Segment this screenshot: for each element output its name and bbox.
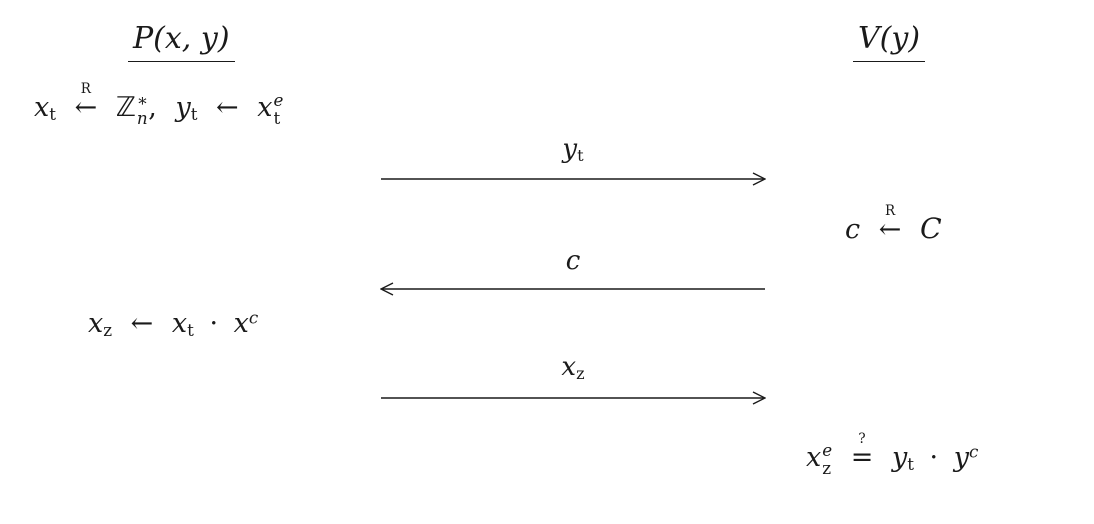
var-xz: xz <box>88 308 113 341</box>
dot-operator: · <box>209 308 219 340</box>
var-subscript: t <box>907 454 914 475</box>
var-superscript: c <box>248 308 259 328</box>
questioned-equals: ?= <box>850 431 874 474</box>
random-sample-arrow: R← <box>878 203 902 246</box>
e-superscript: e <box>273 90 284 111</box>
var-yt: yt <box>175 92 198 125</box>
message-1-arrow <box>381 172 766 186</box>
blackboard-z: ℤ <box>115 92 136 124</box>
verifier-header-label: V(y) <box>858 21 921 56</box>
dot-operator: · <box>929 442 939 474</box>
var-subscript: z <box>103 320 113 341</box>
var-xt: xt <box>171 308 194 341</box>
random-label: R <box>884 203 896 219</box>
prover-header-label: P(x, y) <box>133 21 230 56</box>
left-arrow-glyph: ← <box>878 214 902 246</box>
var-subscript: t <box>190 104 198 125</box>
random-label: R <box>80 81 91 97</box>
msg-subscript: t <box>577 146 584 166</box>
z-subscript: z <box>822 458 832 479</box>
challenge-space: C <box>919 212 942 246</box>
n-subscript: n <box>136 108 148 129</box>
group-scripts: ∗n <box>136 91 148 127</box>
msg-var: c <box>565 246 581 276</box>
msg-var: x <box>561 352 577 382</box>
var-base: y <box>953 442 969 474</box>
var-base: x <box>806 442 822 474</box>
comma: , <box>148 92 157 124</box>
equals-glyph: = <box>850 442 874 474</box>
msg-subscript: z <box>576 364 585 384</box>
msg-var: y <box>562 134 578 164</box>
t-subscript: t <box>273 108 281 129</box>
prover-header: P(x, y) <box>128 22 235 62</box>
var-x-pow-c: xc <box>234 308 259 339</box>
prover-response-formula: xz ← xt · xc <box>88 308 258 341</box>
star-superscript: ∗ <box>136 90 149 111</box>
var-base: x <box>88 308 104 340</box>
random-sample-arrow: R← <box>74 81 98 124</box>
var-xt: xt <box>34 92 56 125</box>
var-base: y <box>175 92 191 124</box>
gets-arrow: ← <box>216 92 239 124</box>
var-base: x <box>233 308 249 340</box>
verifier-challenge-formula: c R← C <box>845 203 942 247</box>
var-yt: yt <box>891 442 914 475</box>
message-1-label: yt <box>380 134 766 165</box>
var-y-pow-c: yc <box>954 442 979 473</box>
var-base: y <box>891 442 908 474</box>
var-subscript: t <box>49 104 56 125</box>
gets-arrow: ← <box>130 308 154 340</box>
var-base: x <box>34 92 50 124</box>
var-base: x <box>171 308 188 340</box>
var-base: x <box>257 92 273 124</box>
var-c: c <box>845 214 861 246</box>
message-3-label: xz <box>380 352 766 383</box>
question-mark: ? <box>858 431 866 447</box>
left-arrow-glyph: ← <box>74 92 98 124</box>
var-subscript: t <box>187 320 194 341</box>
e-superscript: e <box>822 440 833 461</box>
message-2-label: c <box>380 246 766 277</box>
group-zn-star: ℤ∗n <box>115 91 148 127</box>
message-3-arrow <box>381 391 766 405</box>
message-2-arrow <box>380 282 765 296</box>
verifier-header: V(y) <box>853 21 926 62</box>
var-superscript: c <box>969 441 979 462</box>
